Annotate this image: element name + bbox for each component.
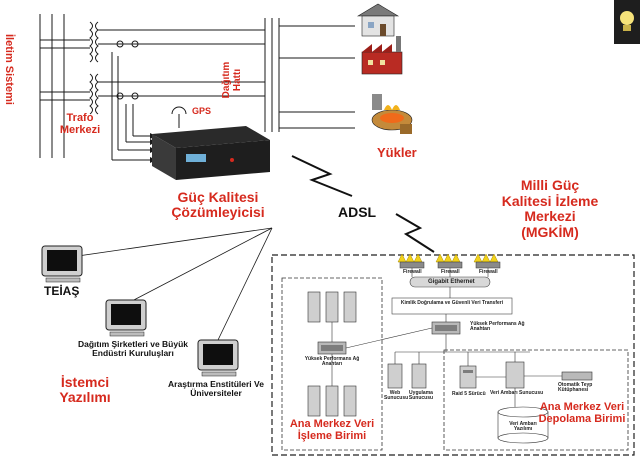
database-icon — [497, 406, 549, 444]
center-boundary — [271, 254, 635, 456]
auth-transfer-label: Kimlik Doğrulama ve Güvenli Veri Transfe… — [400, 300, 504, 306]
firewall-label: Firewall — [479, 269, 498, 275]
label-data-storage-unit: Ana Merkez Veri Depolama Birimi — [538, 401, 626, 425]
measurement-wiring — [111, 40, 156, 163]
label-teias: TEİAŞ — [44, 284, 80, 298]
label-distribution-companies: Dağıtım Şirketleri ve Büyük Endüstri Kur… — [77, 339, 189, 358]
app-server-label: Uygulama Sunucusu — [408, 390, 434, 402]
label-distribution-line: Dağıtım Hattı — [221, 58, 244, 108]
label-loads: Yükler — [377, 145, 417, 160]
label-client-software: İstemci Yazılımı — [59, 374, 111, 405]
hp-switch-left-label: Yüksek Performans Ağ Anahtarı — [304, 356, 360, 368]
storage-server-label: Veri Ambarı Sunucusu — [490, 390, 544, 396]
center-network-lines — [331, 268, 562, 407]
storage-server-icon — [505, 361, 525, 389]
raid-driver-label: Raid 5 Sürücü — [452, 391, 486, 397]
label-gps: GPS — [192, 106, 212, 116]
lightbulb-icon[interactable] — [614, 0, 640, 44]
factory-icon — [361, 36, 403, 75]
distribution-line-text: Dağıtım Hattı — [221, 61, 243, 99]
hp-switch-right-label: Yüksek Performans Ağ Anahtarı — [470, 321, 525, 333]
firewall-icon — [397, 253, 425, 269]
transformer-bottom — [89, 73, 265, 115]
switch-icon — [317, 341, 347, 355]
transmission-system-text: İletim Sistemi — [3, 34, 15, 105]
data-warehouse-label: Veri Ambarı Yazılımı — [509, 421, 537, 433]
firewall-label: Firewall — [441, 269, 460, 275]
house-icon — [356, 3, 400, 37]
switch-icon — [431, 321, 461, 335]
firewall-icon — [473, 253, 501, 269]
label-transmission-system: İletim Sistemi — [0, 34, 16, 124]
tape-library-label: Otomatik Teyp Kütüphanesi — [558, 382, 593, 394]
computer-icon — [41, 245, 83, 283]
label-national-center: Milli Güç Kalitesi İzleme Merkezi (MGKİM… — [501, 177, 599, 241]
firewall-label: Firewall — [403, 269, 422, 275]
transformer-top — [89, 21, 265, 63]
furnace-icon — [371, 94, 413, 134]
gigabit-ethernet-label: Gigabit Ethernet — [428, 279, 475, 285]
firewall-icon — [435, 253, 463, 269]
tape-library-icon — [561, 371, 593, 381]
distribution-bus — [264, 18, 355, 132]
adsl-link — [291, 155, 435, 253]
computer-icon — [105, 299, 147, 337]
client-links — [63, 227, 273, 341]
raid-storage-icon — [459, 365, 477, 389]
label-data-processing-unit: Ana Merkez Veri İşleme Birimi — [289, 418, 375, 442]
label-substation: Trafo Merkezi — [59, 112, 101, 136]
storage-unit-boundary — [443, 349, 629, 451]
label-research-institutes: Araştırma Enstitüleri Ve Üniversiteler — [168, 379, 264, 398]
auth-transfer-box — [391, 297, 513, 315]
label-adsl: ADSL — [338, 204, 377, 220]
transmission-lines — [39, 14, 90, 158]
web-server-label: Web Sunucusu — [384, 390, 409, 402]
pq-analyzer-device — [152, 126, 270, 180]
label-pq-analyzer: Güç Kalitesi Çözümleyicisi — [171, 189, 265, 220]
gps-antenna-icon — [171, 106, 187, 128]
processing-unit-boundary — [281, 277, 383, 451]
computer-icon — [197, 339, 239, 377]
